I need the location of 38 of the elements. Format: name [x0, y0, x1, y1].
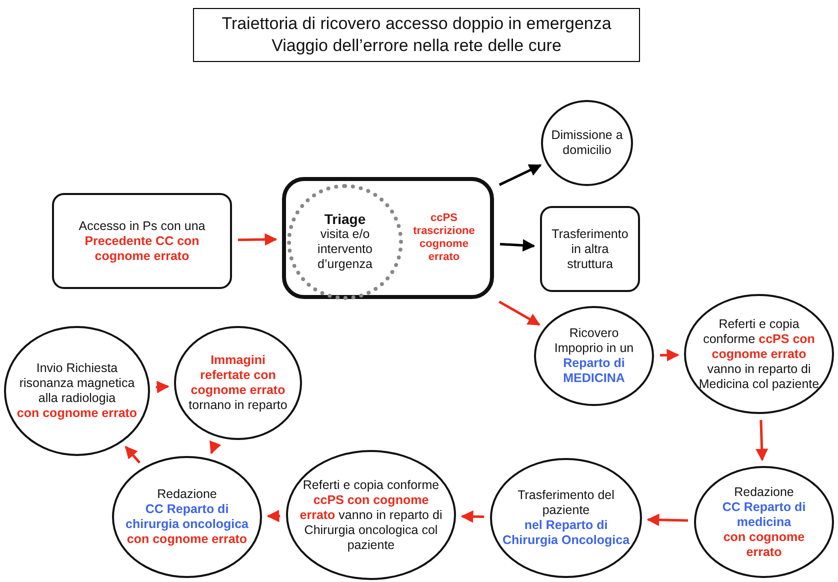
node-text: visita e/o intervento d’urgenza [316, 227, 374, 272]
arrow [460, 510, 484, 523]
arrow [266, 510, 280, 522]
arrow [498, 300, 540, 326]
arrow [156, 380, 170, 394]
node-text: Trasferimento in altra struttura [550, 226, 630, 272]
node-text: con cognome errato [126, 532, 248, 547]
arrow [124, 446, 141, 464]
node-text: Ricovero Impoprio in un Reparto di MEDICINA [553, 326, 635, 386]
node-text: Immagini refertate con cognome errato tornano in reparto [188, 353, 288, 413]
node-text: Redazione [734, 484, 794, 500]
node-text: Triage [324, 212, 366, 227]
node-text: Precedente CC con cognome errato [84, 234, 200, 264]
arrow [660, 348, 680, 362]
node-text: ccPS trascrizione cognome errato [412, 212, 476, 264]
node-text: Redazione [157, 487, 217, 502]
node-text: Referti e copia conforme ccPS con cognome errato vanno in reparto di Medicina col paziente [698, 316, 820, 392]
node-text: con cognome errato [16, 406, 138, 421]
arrow [756, 420, 768, 462]
rounded-box [540, 206, 640, 292]
arrow [500, 239, 536, 252]
node-text: Dimissione a domicilio [551, 128, 623, 158]
rounded-box [52, 193, 232, 289]
node-text: Accesso in Ps con una [78, 218, 206, 234]
title: Traiettoria di ricovero accesso doppio in emergenza Viaggio dell’errore nella rete delle cure [193, 8, 640, 62]
node-text: CC Reparto di medicina [721, 500, 807, 530]
arrow [209, 440, 222, 454]
node-text: con cognome errato [722, 530, 806, 560]
node-text: Referti e copia conforme ccPS con cognome errato vanno in reparto di Chirurgia oncologica col paziente [298, 478, 444, 552]
arrow [646, 514, 688, 526]
node-text: Trasferimento del paziente [516, 488, 616, 518]
node-text: CC Reparto di chirurgia oncologica [124, 502, 250, 532]
node-text: nel Reparto di Chirurgia Oncologica [501, 518, 631, 548]
arrow [498, 164, 542, 186]
process-box [282, 177, 494, 299]
dotted-circle [287, 184, 403, 300]
arrow [238, 233, 278, 246]
node-text: Invio Richiesta risonanza magnetica alla radiologia [18, 361, 136, 406]
